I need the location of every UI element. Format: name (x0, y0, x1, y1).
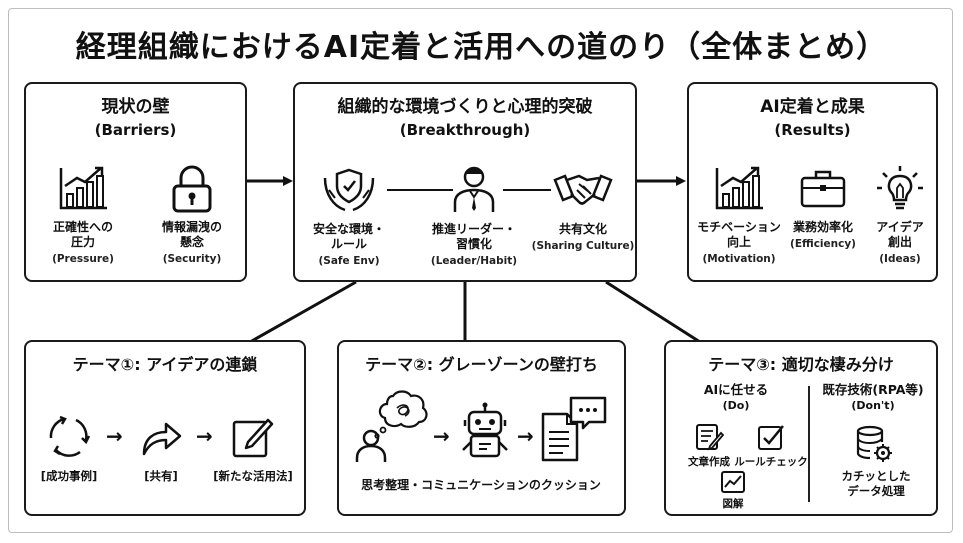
flow-arrow: → (433, 424, 450, 448)
barriers-title: 現状の壁 (101, 97, 170, 117)
theme1-title: テーマ①: アイデアの連鎖 (72, 355, 258, 374)
theme3-do-item: 文章作成 (688, 456, 730, 468)
result-item-ideas: アイデア 創出 (Ideas) (865, 164, 935, 266)
barrier-item-pressure: 正確性への 圧力 (Pressure) (38, 164, 128, 266)
theme3-dont-head: 既存技術(RPA等) (Don't) (806, 382, 940, 414)
barrier-label-1: 正確性への (52, 220, 113, 234)
theme3-do-item: 図解 (722, 498, 744, 510)
breakthrough-subtitle: (Breakthrough) (399, 121, 531, 139)
results-box: AI定着と成果 (Results) モチベーション 向上 (Motivation… (687, 82, 938, 282)
connector-theme3 (605, 280, 701, 344)
result-label-1: アイデア (876, 220, 924, 234)
lightbulb-icon (877, 166, 923, 210)
leader-person-icon (453, 166, 495, 212)
theme3-divider (808, 386, 810, 502)
robot-icon (462, 402, 508, 458)
theme3-do-head-2: (Do) (722, 399, 750, 412)
theme3-dont-item-2: データ処理 (847, 484, 905, 498)
theme3-dont-item-1: カチッとした (841, 469, 911, 483)
cycle-arrows-icon (49, 415, 91, 457)
result-item-motivation: モチベーション 向上 (Motivation) (691, 164, 787, 266)
padlock-icon (172, 165, 212, 213)
theme1-step-label: [成功事例] (40, 469, 98, 483)
connector-theme1 (249, 280, 357, 344)
theme3-do-head-1: AIに任せる (703, 382, 769, 397)
breakthrough-item-sharing: 共有文化 (Sharing Culture) (529, 164, 637, 253)
breakthrough-label-1: 共有文化 (558, 222, 607, 236)
shield-hands-icon (323, 168, 375, 212)
database-gear-icon (856, 425, 892, 462)
barrier-label-1: 情報漏洩の (161, 220, 222, 234)
document-chat-icon (541, 396, 607, 462)
handshake-icon (553, 174, 613, 205)
theme1-box: テーマ①: アイデアの連鎖 → → [成功事例] [共有] [新たな活用法] (24, 340, 306, 516)
breakthrough-label-1: 安全な環境・ (312, 222, 385, 236)
breakthrough-item-leader: 推進リーダー・ 習慣化 (Leader/Habit) (419, 164, 529, 268)
edit-note-icon (232, 418, 274, 458)
barrier-label-2: 圧力 (70, 235, 95, 249)
theme1-step-label: [共有] (144, 469, 178, 483)
barrier-sub: (Pressure) (52, 253, 114, 265)
theme3-dont-head-2: (Don't) (851, 399, 895, 412)
theme3-do-item: ルールチェック (734, 456, 808, 468)
growth-chart-icon (59, 166, 107, 210)
thinking-person-icon (355, 390, 428, 462)
theme2-title: テーマ②: グレーゾーンの壁打ち (365, 355, 598, 374)
result-sub: (Efficiency) (790, 238, 856, 250)
checkbox-icon (758, 425, 784, 450)
growth-chart-icon (715, 166, 763, 210)
barriers-box: 現状の壁 (Barriers) 正確性への 圧力 (Pressure) 情報漏洩… (24, 82, 247, 282)
barrier-sub: (Security) (162, 253, 222, 265)
theme2-box: テーマ②: グレーゾーンの壁打ち → → 思考整理・コミュニケーションのクッショ… (337, 340, 626, 516)
theme3-title: テーマ③: 適切な棲み分け (708, 355, 894, 374)
flow-arrow: → (196, 424, 213, 448)
barriers-subtitle: (Barriers) (94, 121, 177, 139)
result-label-1: モチベーション (697, 220, 781, 234)
page-title: 経理組織におけるAI定着と活用への道のり（全体まとめ） (75, 30, 888, 65)
share-arrow-icon (142, 422, 182, 456)
breakthrough-label-2: 習慣化 (455, 237, 492, 251)
theme3-box: テーマ③: 適切な棲み分け AIに任せる (Do) 既存技術(RPA等) (Do… (664, 340, 938, 516)
breakthrough-sub: (Leader/Habit) (430, 255, 518, 267)
result-label-2: 向上 (726, 235, 751, 249)
breakthrough-item-safe: 安全な環境・ ルール (Safe Env) (299, 164, 399, 268)
breakthrough-label-2: ルール (330, 237, 367, 251)
barrier-item-security: 情報漏洩の 懸念 (Security) (142, 164, 242, 266)
breakthrough-link-line (387, 189, 551, 191)
flow-arrow: → (517, 424, 534, 448)
diagram-chart-icon (721, 471, 745, 493)
results-subtitle: (Results) (774, 121, 851, 139)
breakthrough-label-1: 推進リーダー・ (431, 222, 516, 236)
result-sub: (Motivation) (702, 253, 776, 265)
document-writing-icon (696, 424, 724, 451)
theme3-dont-head-1: 既存技術(RPA等) (822, 382, 924, 397)
result-label-2: 創出 (887, 235, 912, 249)
theme1-step-label: [新たな活用法] (213, 469, 293, 483)
breakthrough-title: 組織的な環境づくりと心理的突破 (337, 97, 593, 117)
result-label-1: 業務効率化 (792, 220, 853, 234)
barrier-label-2: 懸念 (179, 235, 204, 249)
result-item-efficiency: 業務効率化 (Efficiency) (785, 164, 861, 251)
result-sub: (Ideas) (879, 253, 921, 265)
theme2-caption: 思考整理・コミュニケーションのクッション (361, 478, 601, 492)
results-title: AI定着と成果 (760, 97, 865, 117)
breakthrough-box: 組織的な環境づくりと心理的突破 (Breakthrough) 安全な環境・ ルー… (293, 82, 637, 282)
breakthrough-sub: (Safe Env) (318, 255, 380, 267)
flow-arrow: → (106, 424, 123, 448)
briefcase-icon (800, 170, 846, 208)
theme3-do-head: AIに任せる (Do) (666, 382, 806, 414)
breakthrough-sub: (Sharing Culture) (531, 240, 635, 252)
